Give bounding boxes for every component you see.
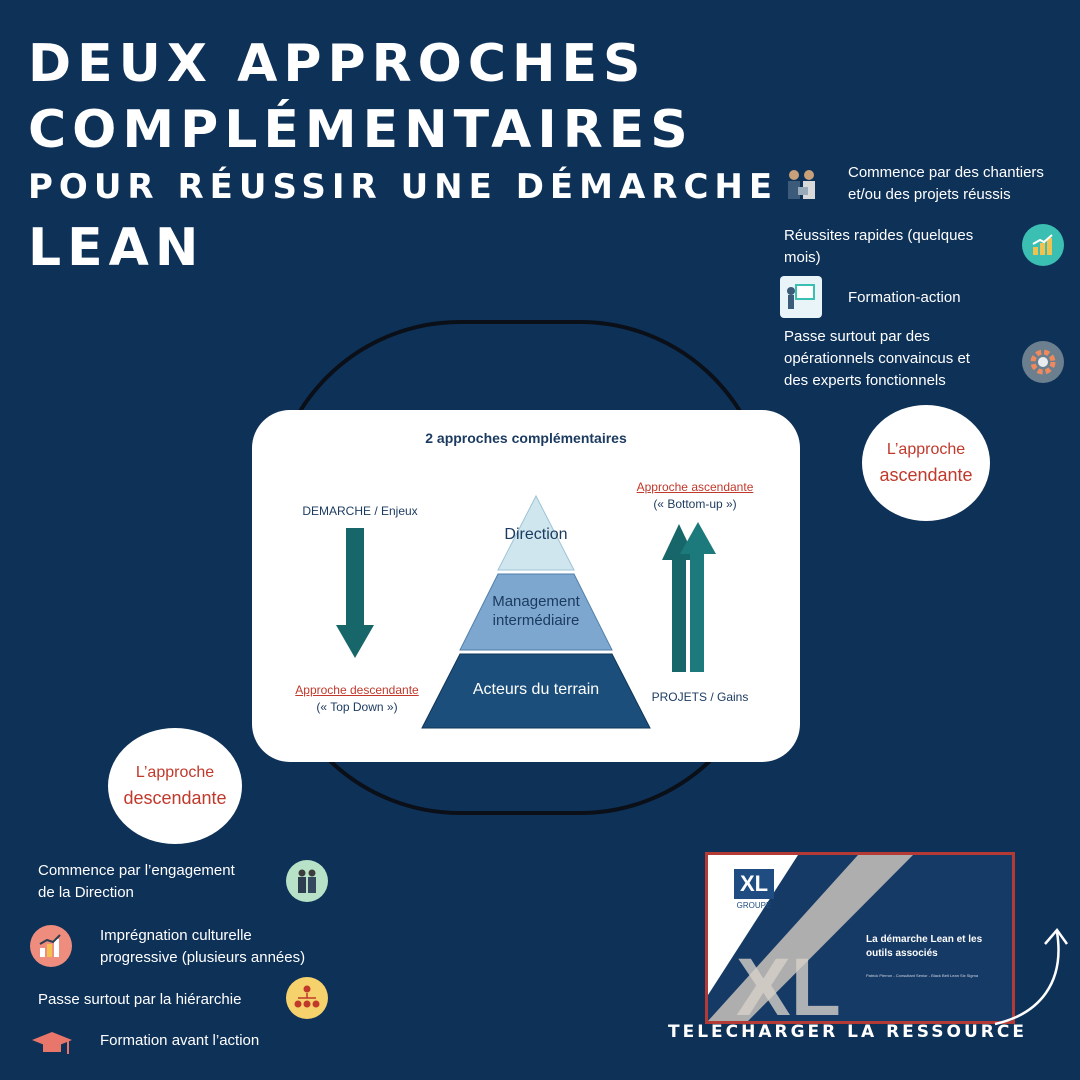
resource-doc-author: Patrick Pierron - Consultant Senior - Bl… bbox=[866, 973, 979, 978]
desc-item-3: Passe surtout par la hiérarchie bbox=[38, 991, 242, 1008]
diagram-card: 2 approches complémentaires DEMARCHE / E… bbox=[252, 410, 800, 762]
graduation-cap-icon bbox=[30, 1022, 72, 1064]
gear-icon bbox=[1022, 341, 1064, 383]
title-line-4: LEAN bbox=[28, 218, 205, 278]
up-arrows-icon bbox=[662, 522, 716, 672]
pyramid-label-direction: Direction bbox=[504, 526, 568, 543]
presentation-icon bbox=[780, 276, 822, 318]
page-title: DEUX APPROCHES COMPLÉMENTAIRES POUR RÉUS… bbox=[28, 38, 778, 274]
top-down-subtitle: (« Top Down ») bbox=[316, 700, 398, 714]
pyramid-diagram bbox=[421, 494, 651, 729]
down-arrow-icon bbox=[336, 528, 374, 658]
pyramid-middle-tier bbox=[459, 573, 613, 651]
projects-gains-label: PROJETS / Gains bbox=[651, 690, 749, 704]
top-down-label: DEMARCHE / Enjeux bbox=[302, 504, 418, 518]
pyramid-top-tier bbox=[497, 494, 575, 571]
pyramid-bottom-tier bbox=[421, 653, 651, 729]
diagram-title: 2 approches complémentaires bbox=[425, 430, 627, 446]
bottom-up-subtitle: (« Bottom-up ») bbox=[653, 497, 737, 511]
hierarchy-icon bbox=[286, 977, 328, 1019]
descending-approach-badge: L’approche descendante bbox=[108, 728, 242, 844]
diagram-graphics bbox=[336, 494, 716, 729]
download-resource-link[interactable]: TELECHARGER LA RESSOURCE bbox=[668, 1022, 1027, 1042]
asc-item-3: Formation-action bbox=[848, 289, 961, 306]
thumbnail-graphics: XL bbox=[708, 855, 913, 1021]
approach-descending-link: Approche descendante bbox=[295, 683, 419, 697]
approach-ascending-link: Approche ascendante bbox=[636, 480, 754, 494]
engineers-icon bbox=[780, 163, 822, 205]
xl-logo-sub: GROUPE bbox=[736, 901, 772, 910]
pyramid-label-field-actors: Acteurs du terrain bbox=[472, 681, 600, 698]
title-line-2: COMPLÉMENTAIRES bbox=[28, 100, 694, 160]
curved-arrow-icon bbox=[994, 927, 1069, 1026]
ascending-approach-badge: L’approche ascendante bbox=[862, 405, 990, 521]
growth-chart-icon bbox=[30, 925, 72, 967]
title-line-3: POUR RÉUSSIR UNE DÉMARCHE bbox=[28, 167, 779, 207]
svg-text:XL: XL bbox=[736, 942, 841, 1021]
desc-item-4: Formation avant l’action bbox=[100, 1032, 260, 1049]
growth-chart-icon bbox=[1022, 224, 1064, 266]
xl-logo: XL bbox=[734, 869, 774, 899]
title-line-1: DEUX APPROCHES bbox=[28, 34, 647, 94]
executives-icon bbox=[286, 860, 328, 902]
